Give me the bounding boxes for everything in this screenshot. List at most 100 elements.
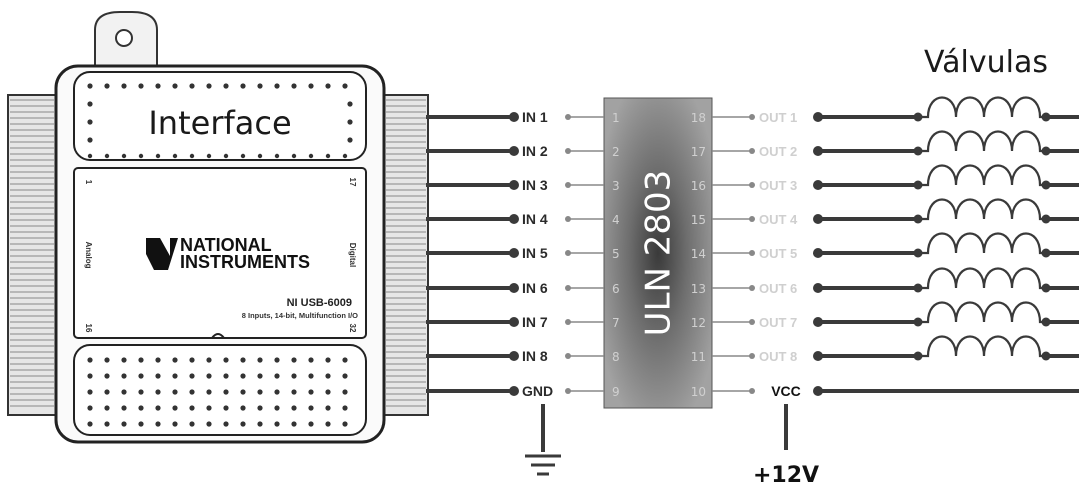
terminal-hole bbox=[104, 421, 110, 427]
brand-line-1: NATIONAL bbox=[180, 235, 272, 255]
terminal-hole bbox=[87, 83, 93, 89]
valve-coil-icon bbox=[918, 164, 1044, 187]
terminal-hole bbox=[274, 421, 280, 427]
terminal-hole bbox=[325, 389, 331, 395]
terminal-hole bbox=[206, 357, 212, 363]
terminal-hole bbox=[274, 83, 280, 89]
terminal-hole bbox=[342, 389, 348, 395]
terminal-hole bbox=[172, 357, 178, 363]
terminal-hole bbox=[223, 389, 229, 395]
pin-node bbox=[749, 353, 755, 359]
terminal-hole bbox=[291, 153, 297, 159]
terminal-hole bbox=[121, 389, 127, 395]
valve-coil-icon bbox=[918, 198, 1044, 221]
valve-coil-icon bbox=[918, 335, 1044, 358]
terminal-hole bbox=[172, 83, 178, 89]
terminal-hole bbox=[223, 83, 229, 89]
input-node bbox=[509, 180, 519, 190]
terminal-hole bbox=[155, 357, 161, 363]
terminal-hole bbox=[104, 405, 110, 411]
input-label: IN 3 bbox=[522, 177, 548, 193]
vcc-label: VCC bbox=[771, 383, 801, 399]
terminal-hole bbox=[138, 373, 144, 379]
terminal-hole bbox=[342, 357, 348, 363]
interface-title-bg bbox=[132, 98, 308, 146]
terminal-hole bbox=[325, 83, 331, 89]
pin-node bbox=[749, 114, 755, 120]
terminal-hole bbox=[223, 153, 229, 159]
pin-node bbox=[565, 285, 571, 291]
terminal-hole bbox=[342, 373, 348, 379]
output-label: OUT 3 bbox=[759, 178, 797, 193]
terminal-hole bbox=[308, 389, 314, 395]
terminal-hole bbox=[291, 83, 297, 89]
digital-side-label: Digital bbox=[348, 243, 357, 267]
terminal-hole bbox=[189, 405, 195, 411]
input-label: IN 4 bbox=[522, 211, 548, 227]
chip-pin-left: 6 bbox=[612, 282, 620, 296]
terminal-hole bbox=[104, 373, 110, 379]
terminal-hole bbox=[342, 83, 348, 89]
terminal-hole bbox=[240, 373, 246, 379]
output-label: OUT 6 bbox=[759, 281, 797, 296]
right-terminal-block bbox=[383, 94, 429, 416]
terminal-hole bbox=[87, 101, 93, 107]
terminal-hole bbox=[104, 389, 110, 395]
terminal-hole bbox=[223, 405, 229, 411]
terminal-hole bbox=[121, 153, 127, 159]
valve-coil-icon bbox=[918, 232, 1044, 255]
analog-side-label: Analog bbox=[84, 241, 93, 268]
terminal-hole bbox=[342, 421, 348, 427]
terminal-hole bbox=[87, 389, 93, 395]
pin-bottom-right: 32 bbox=[348, 324, 357, 333]
terminal-hole bbox=[172, 421, 178, 427]
input-node bbox=[509, 283, 519, 293]
terminal-hole bbox=[138, 357, 144, 363]
terminal-hole bbox=[155, 373, 161, 379]
terminal-hole bbox=[172, 153, 178, 159]
pin-node bbox=[749, 216, 755, 222]
right-terminal-ridges bbox=[386, 99, 426, 407]
pin-node bbox=[749, 285, 755, 291]
uln2803-chip: ULN 2803 bbox=[603, 97, 713, 409]
input-node bbox=[509, 248, 519, 258]
input-label: IN 6 bbox=[522, 280, 548, 296]
terminal-hole bbox=[257, 405, 263, 411]
terminal-hole bbox=[189, 373, 195, 379]
input-label: IN 2 bbox=[522, 143, 548, 159]
terminal-hole bbox=[206, 373, 212, 379]
valve-coil-icon bbox=[918, 96, 1044, 119]
terminal-hole bbox=[347, 101, 353, 107]
terminal-hole bbox=[223, 421, 229, 427]
ground-symbol-icon bbox=[525, 404, 561, 476]
terminal-hole bbox=[240, 83, 246, 89]
terminal-hole bbox=[206, 83, 212, 89]
valve-coil-icon bbox=[918, 267, 1044, 290]
terminal-hole bbox=[138, 83, 144, 89]
input-label: IN 5 bbox=[522, 245, 548, 261]
chip-pin-left: 4 bbox=[612, 213, 620, 227]
mounting-hole bbox=[115, 29, 133, 47]
terminal-hole bbox=[347, 119, 353, 125]
chip-pin-left: 3 bbox=[612, 179, 620, 193]
panel-notch bbox=[211, 333, 225, 339]
terminal-hole bbox=[240, 153, 246, 159]
left-terminal-block bbox=[7, 94, 57, 416]
terminal-hole bbox=[138, 389, 144, 395]
terminal-hole bbox=[240, 421, 246, 427]
chip-pin-left: 5 bbox=[612, 247, 620, 261]
terminal-hole bbox=[240, 357, 246, 363]
valve-coil-icon bbox=[918, 301, 1044, 324]
supply-voltage-label: +12V bbox=[753, 463, 819, 488]
chip-pin-right: 18 bbox=[691, 111, 706, 125]
chip-pin-right: 13 bbox=[691, 282, 706, 296]
chip-pin-right: 14 bbox=[691, 247, 706, 261]
terminal-hole bbox=[155, 83, 161, 89]
input-node bbox=[509, 214, 519, 224]
chip-pin-left: 9 bbox=[612, 385, 620, 399]
